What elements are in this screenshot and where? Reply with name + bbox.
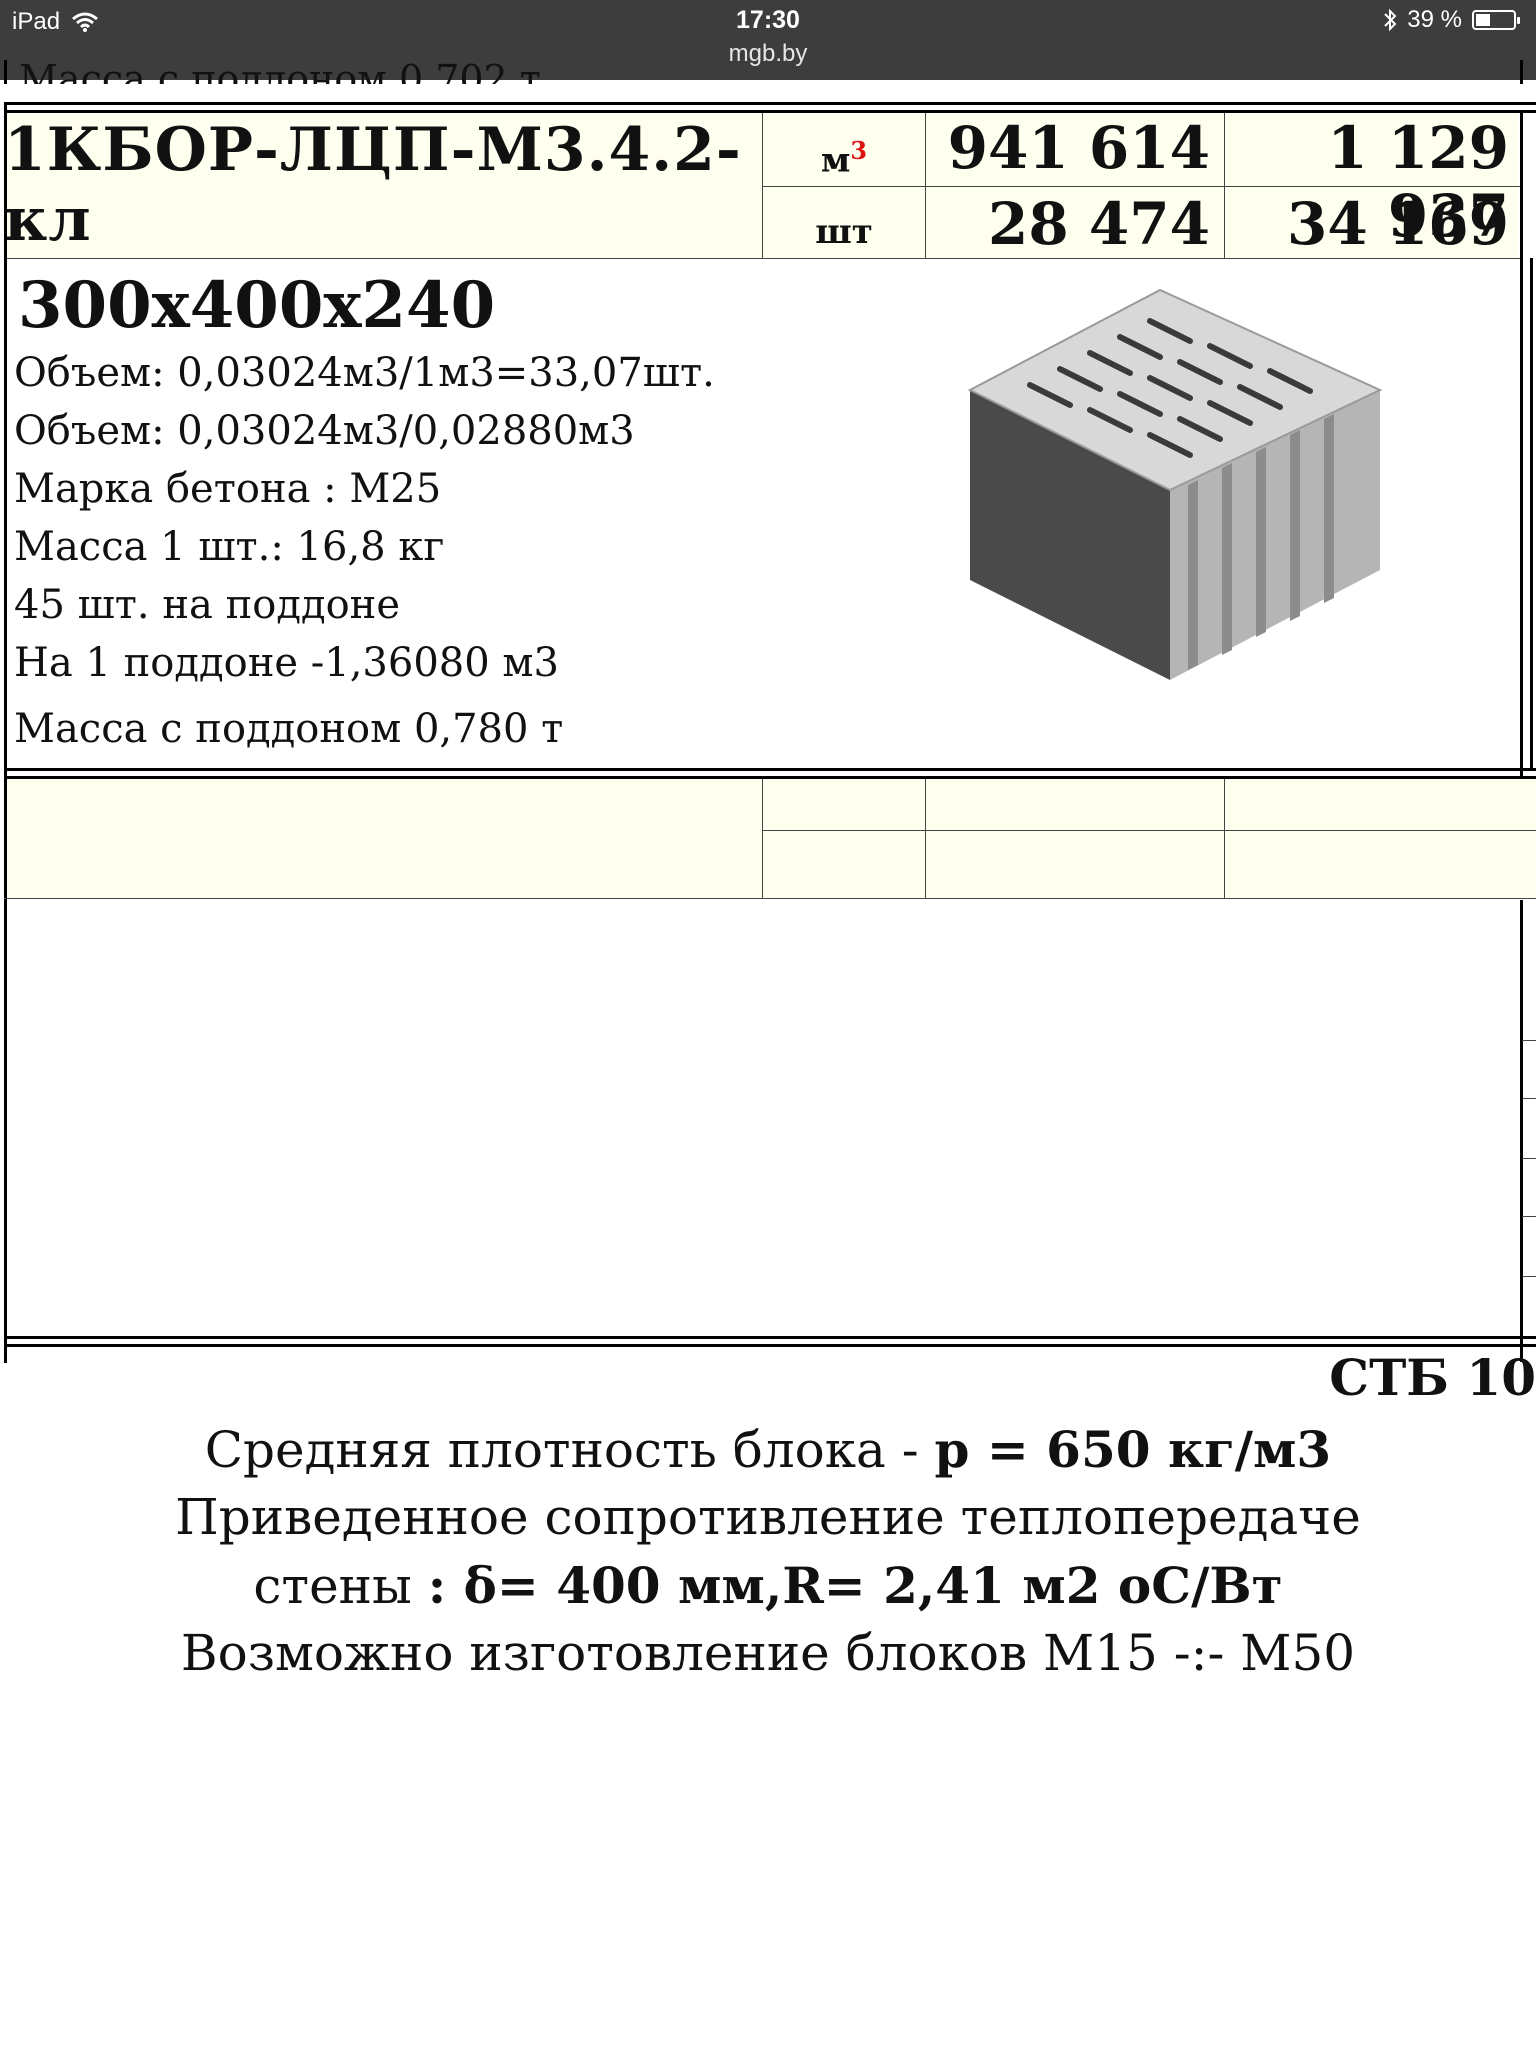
grid-line: [1522, 1216, 1536, 1217]
spec-line: На 1 поддоне -1,36080 м3: [14, 640, 559, 686]
grid-line: [1522, 1276, 1536, 1277]
wall-value: : δ= 400 мм,R= 2,41 м2 оС/Вт: [427, 1556, 1283, 1615]
model-cell: [7, 113, 762, 258]
status-bar: iPad 17:30 mgb.by 39 %: [0, 0, 1536, 80]
status-right: 39 %: [1383, 6, 1520, 34]
grid-line: [762, 779, 763, 898]
device-label: iPad: [12, 8, 61, 35]
wall-note-text: стены: [253, 1557, 428, 1615]
standard-label: СТБ 10: [1329, 1348, 1536, 1407]
density-note: Средняя плотность блока - р = 650 кг/м3: [0, 1420, 1536, 1479]
table-border: [4, 1336, 1536, 1339]
empty-unit-cell: [763, 779, 925, 898]
unit-m3: м3: [763, 136, 925, 180]
address-url[interactable]: mgb.by: [728, 40, 808, 67]
clipped-column-border: [1530, 258, 1533, 768]
price-cell-2: [1225, 113, 1518, 258]
grid-line: [763, 186, 1520, 187]
density-value: р = 650 кг/м3: [934, 1420, 1332, 1479]
table-border: [4, 102, 7, 1363]
grid-line: [1224, 779, 1225, 898]
document: Масса с поддоном 0,702 т 1КБОР-ЛЦП-М3.4.…: [0, 60, 1536, 2048]
grid-line: [1224, 113, 1225, 258]
grid-line: [762, 113, 763, 258]
spec-line: Объем: 0,03024м3/1м3=33,07шт.: [14, 350, 715, 396]
grid-line: [1522, 1040, 1536, 1041]
product-model: 1КБОР-ЛЦП-М3.4.2-кл: [4, 115, 742, 255]
product-dimensions: 300x400x240: [18, 268, 496, 343]
table-border: [1520, 110, 1523, 780]
resistance-note: Приведенное сопротивление теплопередаче: [175, 1488, 1361, 1546]
table-border: [4, 776, 1536, 779]
empty-price-cell: [926, 779, 1224, 898]
spec-line: Масса 1 шт.: 16,8 кг: [14, 524, 445, 570]
status-left: iPad: [12, 8, 99, 36]
grid-line: [925, 113, 926, 258]
unit-cell: [763, 113, 925, 258]
table-border: [4, 768, 1536, 771]
price-cell-1: [926, 113, 1224, 258]
unit-m3-label: м: [820, 140, 851, 181]
table-border: [4, 1344, 1536, 1347]
grid-line: [1522, 1158, 1536, 1159]
previous-row-fragment: Масса с поддоном 0,702 т: [4, 60, 1525, 84]
empty-price-cell: [1225, 779, 1536, 898]
price-m3-2: 1 129 937: [1327, 114, 1509, 250]
wall-note: стены : δ= 400 мм,R= 2,41 м2 оС/Вт: [0, 1556, 1536, 1615]
status-time: 17:30: [736, 6, 800, 34]
previous-row-text: Масса с поддоном 0,702 т: [19, 60, 541, 84]
battery-fill: [1476, 14, 1491, 26]
table-border: [4, 110, 1536, 113]
wifi-icon: [72, 12, 99, 32]
clipped-column-border: [1520, 900, 1523, 1362]
empty-model-cell: [7, 779, 762, 898]
battery-percent: 39 %: [1407, 6, 1462, 33]
unit-pcs: шт: [815, 212, 873, 252]
price-m3-1: 941 614: [947, 114, 1210, 182]
bluetooth-icon: [1384, 8, 1397, 32]
grid-line: [763, 830, 1536, 831]
grid-line: [4, 258, 1522, 259]
grade-note: Возможно изготовление блоков М15 -:- М50: [180, 1624, 1356, 1682]
density-note-text: Средняя плотность блока -: [204, 1421, 935, 1479]
spec-line: Объем: 0,03024м3/0,02880м3: [14, 408, 635, 454]
spec-line: Марка бетона : М25: [14, 466, 442, 512]
grid-line: [925, 779, 926, 898]
spec-line: Масса с поддоном 0,780 т: [14, 706, 564, 752]
table-border: [1520, 60, 1523, 84]
grid-line: [1522, 1098, 1536, 1099]
unit-m3-sup: 3: [850, 136, 868, 165]
price-pcs-2: 34 169: [1287, 190, 1509, 258]
spec-line: 45 шт. на поддоне: [14, 582, 400, 628]
price-pcs-1: 28 474: [988, 190, 1210, 258]
grid-line: [4, 898, 1536, 899]
table-border: [4, 102, 1536, 105]
battery-icon: [1472, 10, 1520, 30]
block-image: [967, 288, 1383, 680]
